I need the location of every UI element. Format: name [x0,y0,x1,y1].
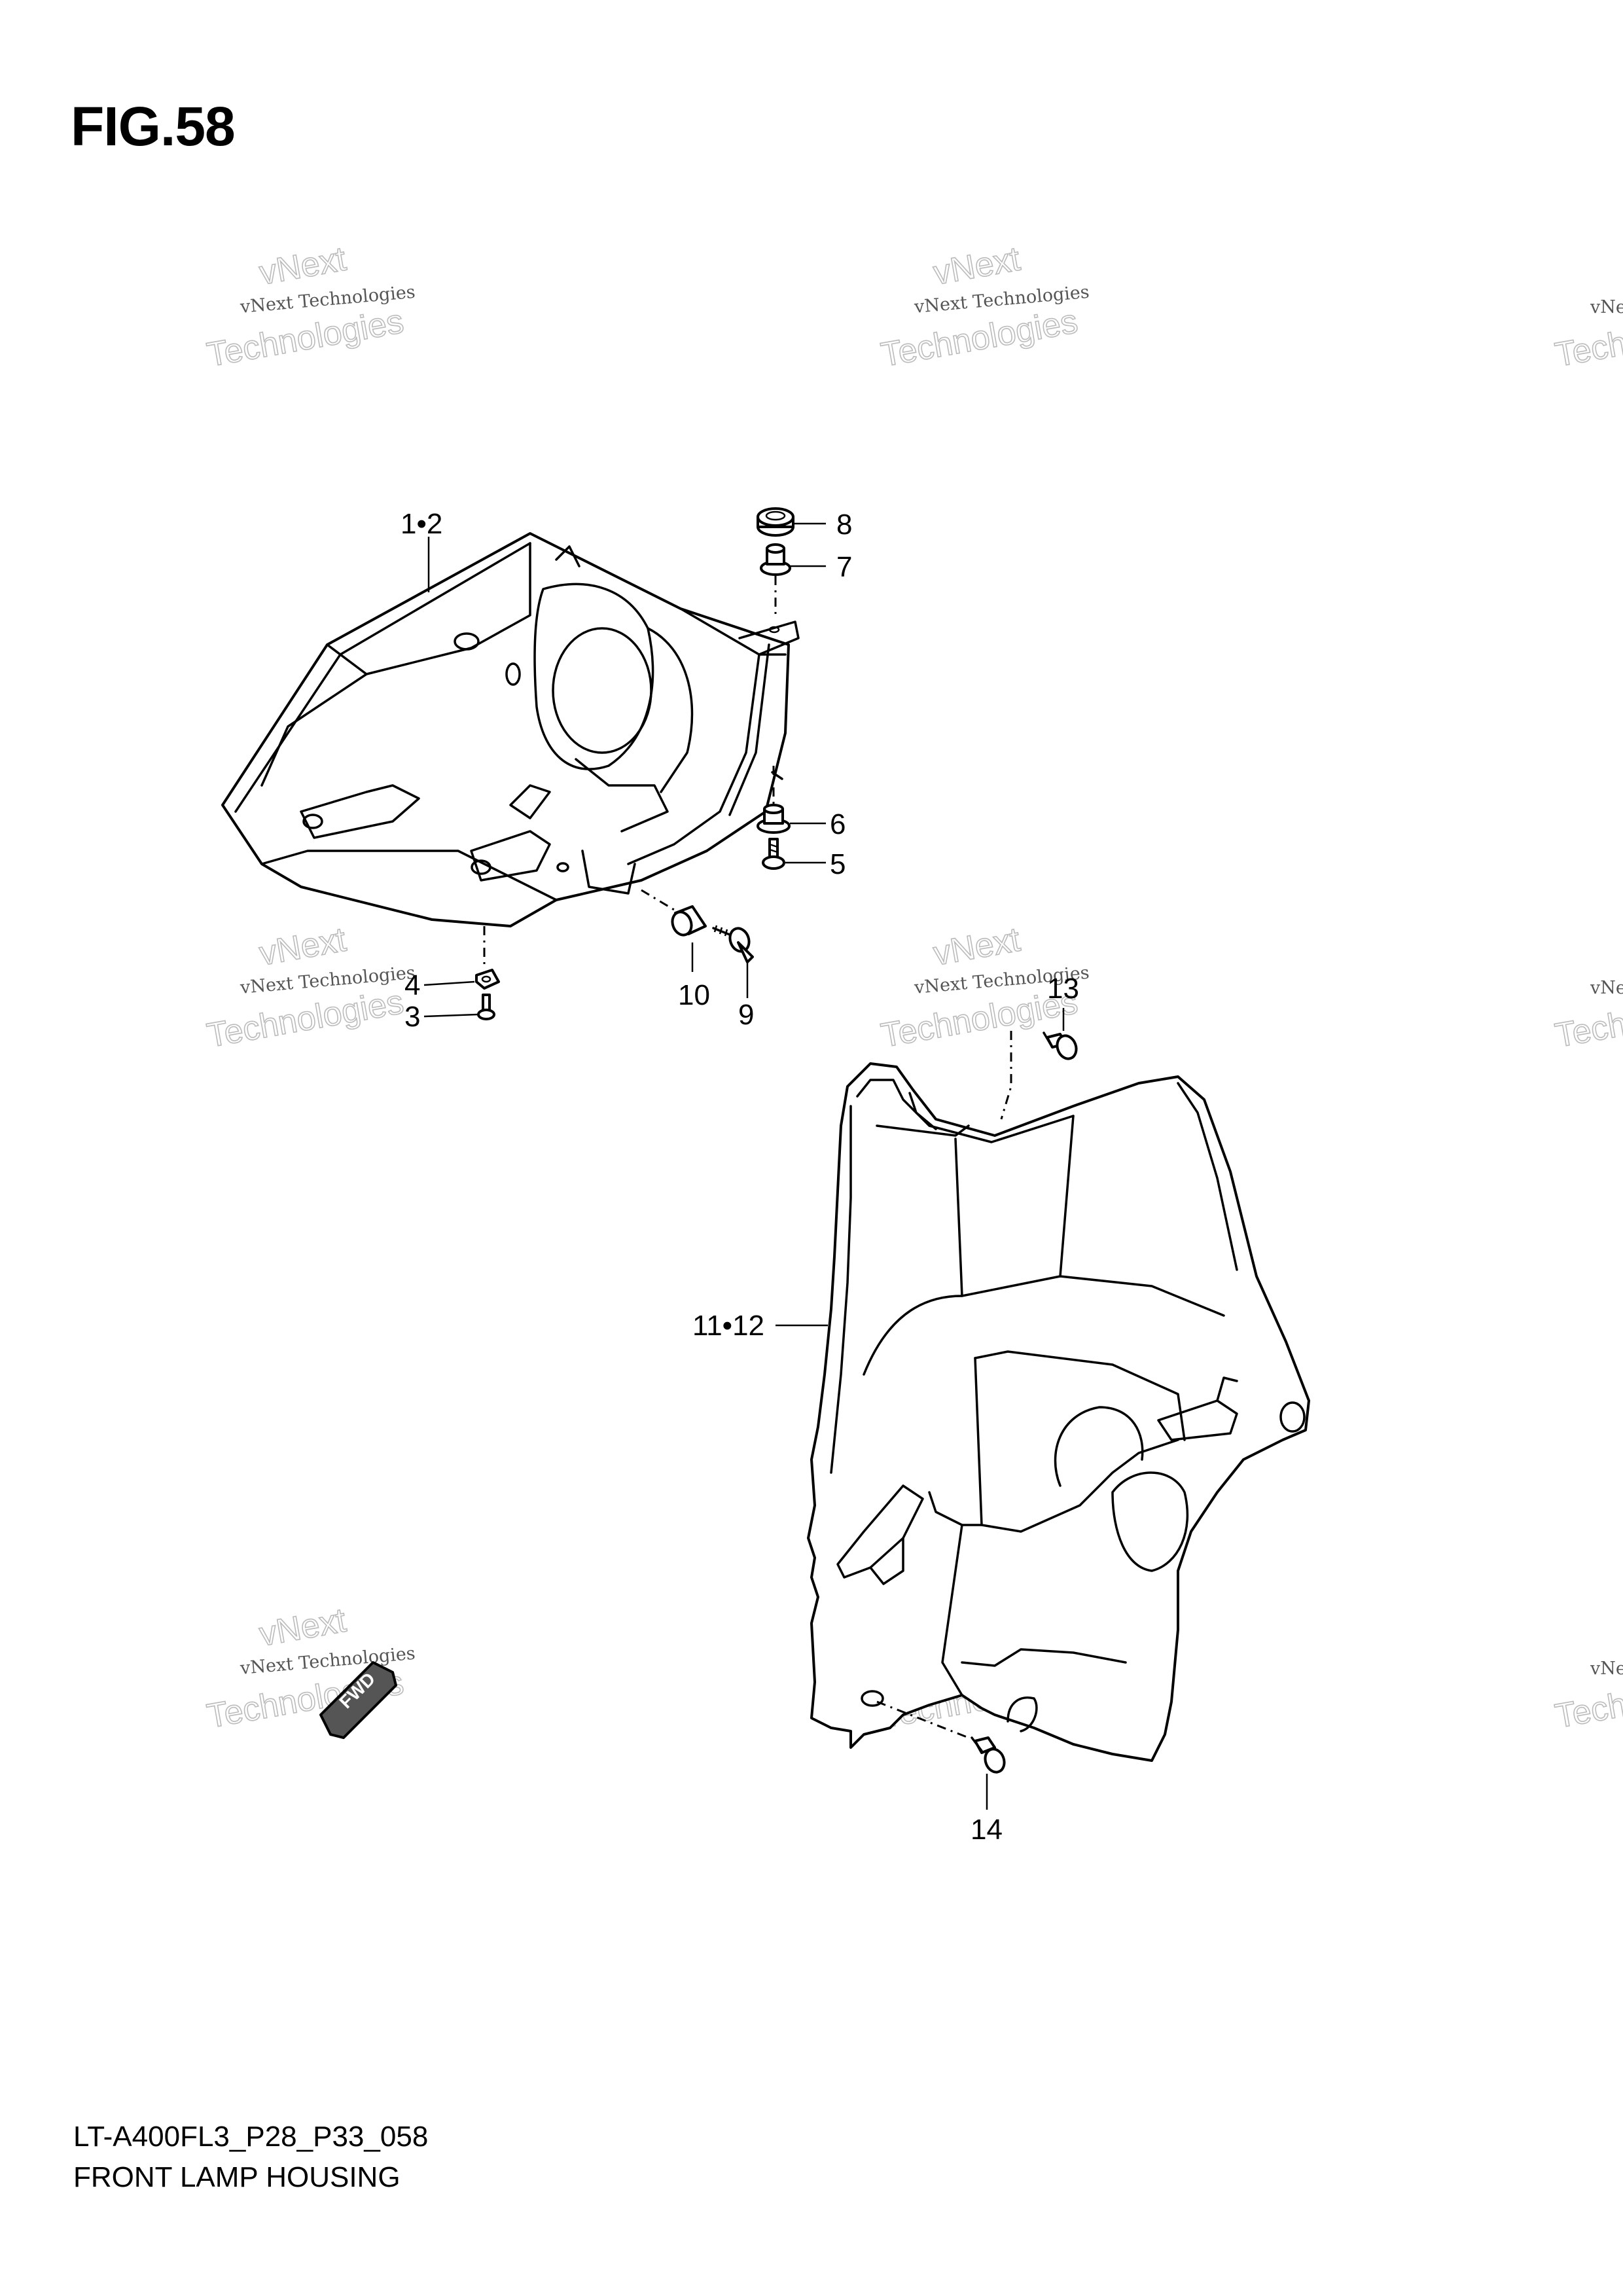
svg-text:vNext Technologies: vNext Technologies [1590,978,1623,998]
svg-text:Technologies: Technologies [878,302,1080,374]
callout-labels: 1•2 8 7 6 5 10 9 4 3 11•12 13 14 [401,508,1079,1846]
svg-text:vNext: vNext [931,240,1024,293]
inner-panel-lower [807,1062,1310,1762]
callout-5: 5 [830,848,846,880]
callout-11-12: 11•12 [692,1310,764,1342]
clip-14 [971,1736,1006,1774]
svg-text:vNext: vNext [257,921,349,973]
grommet-10 [671,905,707,937]
collar-6 [757,804,791,834]
bolt-9 [712,925,754,963]
collar-7 [760,543,791,576]
callout-10: 10 [678,979,710,1011]
callout-1-2: 1•2 [401,508,442,540]
svg-text:Technologies: Technologies [204,302,406,374]
callout-9: 9 [738,999,754,1031]
callout-14: 14 [971,1814,1003,1846]
callout-13: 13 [1047,973,1079,1005]
callout-3: 3 [404,1001,420,1033]
watermark: vNext Technologies vNext Technologies [878,240,1090,375]
callout-4: 4 [404,969,420,1001]
leader-lines [423,522,1065,1810]
watermark: vNext Technologies vNext Technologies [204,920,416,1056]
svg-text:vNext Technologies: vNext Technologies [1590,297,1623,317]
clip-13 [1043,1031,1078,1060]
watermark-edge: vNext Technologies Technologies vNext Te… [1552,297,1623,1736]
svg-text:vNext Technologies: vNext Technologies [1590,1659,1623,1679]
model-code: LT-A400FL3_P28_P33_058 [73,2121,429,2153]
svg-text:vNext: vNext [257,1602,349,1654]
screw-5 [762,838,785,870]
lamp-housing-upper [221,532,800,927]
callout-7: 7 [836,551,852,583]
nut-4 [475,969,500,990]
svg-text:vNext: vNext [257,240,349,293]
svg-text:vNext: vNext [931,921,1024,973]
svg-text:Technologies: Technologies [204,983,406,1055]
grommet-8 [757,507,794,537]
figure-title: FIG.58 [71,96,236,157]
watermark: vNext Technologies vNext Technologies [204,240,416,375]
callout-8: 8 [836,509,852,541]
screw-3 [477,994,495,1020]
callout-6: 6 [830,808,846,840]
diagram-title: FRONT LAMP HOUSING [73,2161,401,2193]
